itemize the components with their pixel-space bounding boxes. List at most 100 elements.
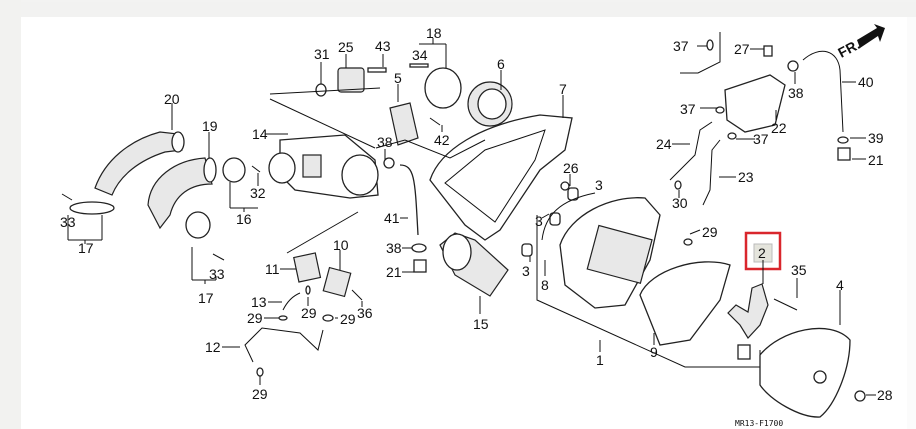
callout-20[interactable]: 20 xyxy=(164,91,180,107)
callout-5[interactable]: 5 xyxy=(394,70,402,86)
part-20-intake-duct[interactable] xyxy=(94,131,185,196)
part-40-hose[interactable] xyxy=(802,50,844,133)
part-34-bolt[interactable] xyxy=(409,63,429,68)
part-5-bracket[interactable] xyxy=(389,102,419,146)
part-31-o-ring[interactable] xyxy=(315,83,327,97)
part-29-clip-right[interactable] xyxy=(683,238,693,246)
callout-30[interactable]: 30 xyxy=(672,195,688,211)
callout-37-c[interactable]: 37 xyxy=(753,131,769,147)
part-3-dowel-a[interactable] xyxy=(521,243,533,257)
part-33-bolt-a[interactable] xyxy=(61,193,73,201)
callout-10[interactable]: 10 xyxy=(333,237,349,253)
part-29-clip-d[interactable] xyxy=(322,314,334,322)
part-27-bolt[interactable] xyxy=(763,45,773,57)
part-13-hose[interactable] xyxy=(282,292,301,311)
callout-22[interactable]: 22 xyxy=(771,120,787,136)
callout-32[interactable]: 32 xyxy=(250,185,266,201)
callout-17-right[interactable]: 17 xyxy=(198,290,214,306)
callout-38-lower[interactable]: 38 xyxy=(386,240,402,256)
part-9-gasket[interactable] xyxy=(639,261,731,346)
callout-11[interactable]: 11 xyxy=(265,261,280,277)
part-16-clamp[interactable] xyxy=(222,157,246,183)
part-25-sensor[interactable] xyxy=(337,67,365,93)
callout-7[interactable]: 7 xyxy=(559,81,567,97)
callout-2[interactable]: 2 xyxy=(758,245,766,261)
callout-8[interactable]: 8 xyxy=(541,277,549,293)
callout-23[interactable]: 23 xyxy=(738,169,754,185)
callout-3-c[interactable]: 3 xyxy=(595,177,603,193)
callout-27[interactable]: 27 xyxy=(734,41,750,57)
callout-6[interactable]: 6 xyxy=(497,56,505,72)
callout-29-a[interactable]: 29 xyxy=(247,310,263,326)
part-38-clip-lower[interactable] xyxy=(411,243,427,253)
callout-29-d[interactable]: 29 xyxy=(252,386,268,402)
callout-24[interactable]: 24 xyxy=(656,136,672,152)
callout-18[interactable]: 18 xyxy=(426,25,442,41)
callout-37-b[interactable]: 37 xyxy=(680,101,696,117)
part-30-clip[interactable] xyxy=(674,180,682,190)
callout-3-b[interactable]: 3 xyxy=(522,263,530,279)
part-39-clip[interactable] xyxy=(837,136,849,144)
callout-33-left[interactable]: 33 xyxy=(60,214,76,230)
part-38-clip-right[interactable] xyxy=(787,60,799,72)
part-21-cap-right[interactable] xyxy=(837,147,851,161)
part-2-bracket[interactable] xyxy=(727,283,769,360)
callout-26[interactable]: 26 xyxy=(563,160,579,176)
callout-3-a[interactable]: 3 xyxy=(535,213,543,229)
part-22-reservoir[interactable] xyxy=(724,74,786,133)
callout-33-right[interactable]: 33 xyxy=(209,266,225,282)
callout-29-e[interactable]: 29 xyxy=(702,224,718,240)
part-29-clip-c[interactable] xyxy=(305,285,311,295)
callout-19[interactable]: 19 xyxy=(202,118,218,134)
callout-12[interactable]: 12 xyxy=(205,339,221,355)
callout-35[interactable]: 35 xyxy=(791,262,807,278)
callout-39[interactable]: 39 xyxy=(868,130,884,146)
part-18-clamp[interactable] xyxy=(424,67,462,109)
callout-43[interactable]: 43 xyxy=(375,38,391,54)
callout-40[interactable]: 40 xyxy=(858,74,874,90)
part-12-hose[interactable] xyxy=(244,327,324,363)
callout-38-upper[interactable]: 38 xyxy=(377,134,393,150)
part-15-funnel[interactable] xyxy=(439,232,509,297)
callout-34[interactable]: 34 xyxy=(412,47,428,63)
part-17-clamp-left[interactable] xyxy=(69,201,115,215)
part-26-bolt[interactable] xyxy=(560,181,570,191)
part-43-bolt[interactable] xyxy=(367,67,387,73)
callout-21-left[interactable]: 21 xyxy=(386,264,402,280)
part-42-bolt[interactable] xyxy=(429,117,441,126)
callout-4[interactable]: 4 xyxy=(836,277,844,293)
callout-1[interactable]: 1 xyxy=(596,352,604,368)
callout-13[interactable]: 13 xyxy=(251,294,267,310)
part-17-clamp-right[interactable] xyxy=(185,211,211,239)
callout-17-left[interactable]: 17 xyxy=(78,240,94,256)
part-4-cover[interactable] xyxy=(759,327,851,418)
callout-36[interactable]: 36 xyxy=(357,305,373,321)
part-41-hose[interactable] xyxy=(399,164,419,236)
part-28-screw[interactable] xyxy=(854,390,866,402)
callout-29-c[interactable]: 29 xyxy=(340,311,356,327)
part-24-hose[interactable] xyxy=(669,121,713,181)
callout-29-b[interactable]: 29 xyxy=(301,305,317,321)
callout-15[interactable]: 15 xyxy=(473,316,489,332)
part-29-clip-b[interactable] xyxy=(278,315,288,321)
part-7-case[interactable] xyxy=(429,114,573,241)
callout-38-right[interactable]: 38 xyxy=(788,85,804,101)
callout-28[interactable]: 28 xyxy=(877,387,893,403)
part-36-screw[interactable] xyxy=(351,289,363,301)
part-19-intake-duct[interactable] xyxy=(147,157,217,230)
callout-42[interactable]: 42 xyxy=(434,132,450,148)
callout-37-a[interactable]: 37 xyxy=(673,38,689,54)
callout-9[interactable]: 9 xyxy=(650,344,658,360)
callout-14[interactable]: 14 xyxy=(252,126,268,142)
callout-31[interactable]: 31 xyxy=(314,46,330,62)
part-32-bolt[interactable] xyxy=(251,165,261,173)
callout-25[interactable]: 25 xyxy=(338,39,354,55)
part-23-hose[interactable] xyxy=(702,139,721,206)
part-11-filter[interactable] xyxy=(293,252,322,283)
part-37-clip-a[interactable] xyxy=(706,39,714,51)
callout-16[interactable]: 16 xyxy=(236,211,252,227)
part-35-screw[interactable] xyxy=(773,298,798,311)
part-38-clip-upper[interactable] xyxy=(383,157,395,169)
part-1-element[interactable] xyxy=(559,197,661,309)
part-37-clip-c[interactable] xyxy=(727,132,737,140)
